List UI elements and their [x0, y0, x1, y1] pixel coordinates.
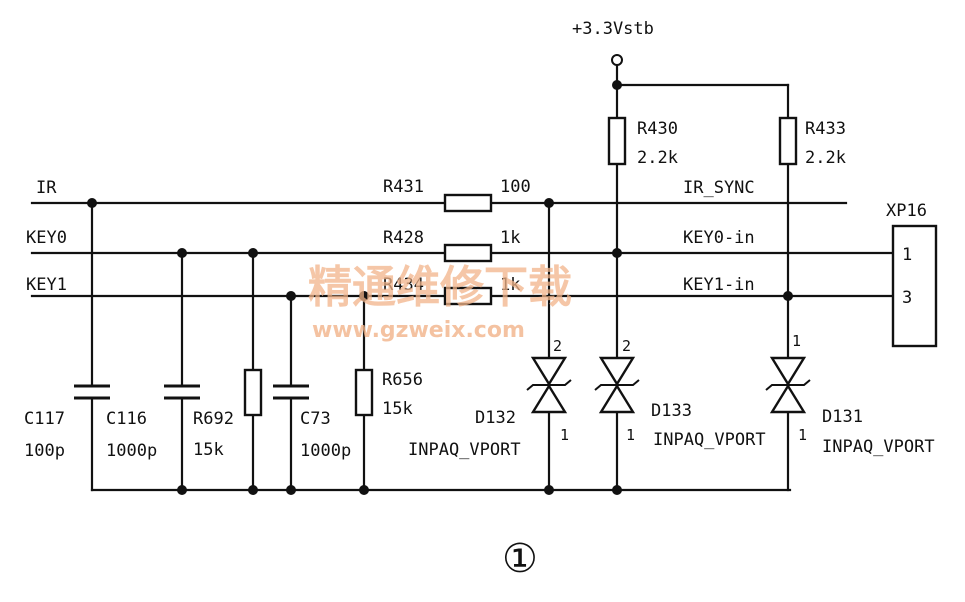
diode-d132-part: INPAQ_VPORT — [408, 440, 521, 460]
watermark-url: www.gzweix.com — [312, 318, 525, 343]
diode-d133: 2 1 D133 INPAQ_VPORT — [594, 337, 766, 450]
junction-dot — [544, 485, 554, 495]
resistor-r431-ref: R431 — [383, 177, 424, 197]
resistor-r656: R656 15k — [354, 368, 423, 419]
power-label: +3.3Vstb — [572, 19, 654, 39]
capacitor-c73-ref: C73 — [300, 409, 331, 429]
diode-d132-ref: D132 — [475, 408, 516, 428]
junction-dot — [286, 291, 296, 301]
net-label-key0: KEY0 — [26, 228, 67, 248]
watermark-text: 精通维修下载 — [308, 262, 572, 313]
resistor-r656-body — [354, 368, 374, 417]
resistor-r434-ref: R434 — [383, 275, 424, 295]
junction-dot — [612, 248, 622, 258]
capacitor-c116-value: 1000p — [106, 441, 157, 461]
diode-d132-lower-triangle — [530, 383, 568, 414]
resistor-r692-value: 15k — [193, 440, 224, 460]
resistor-r433-value: 2.2k — [805, 148, 846, 168]
capacitor-c117: C117 100p — [24, 384, 110, 461]
junction-dot — [544, 198, 554, 208]
diode-d133-lower-triangle — [598, 383, 636, 414]
resistor-r430-body — [607, 116, 627, 166]
resistor-r431: R431 100 — [383, 177, 531, 213]
diode-d131-part: INPAQ_VPORT — [822, 437, 935, 457]
resistor-r430-ref: R430 — [637, 119, 678, 139]
resistor-r692: R692 15k — [193, 368, 263, 460]
connector-xp16-ref: XP16 — [886, 201, 927, 221]
diode-d133-pin-top: 2 — [622, 337, 631, 355]
diode-d132: 2 1 D132 INPAQ_VPORT — [408, 337, 572, 460]
junction-dot — [612, 485, 622, 495]
resistor-r656-ref: R656 — [382, 370, 423, 390]
net-label-key1-in: KEY1-in — [683, 275, 755, 295]
junction-dot — [177, 485, 187, 495]
diode-d133-ref: D133 — [651, 401, 692, 421]
diode-d131: 1 1 D131 INPAQ_VPORT — [765, 332, 935, 457]
resistor-r434-value: 1k — [500, 275, 520, 295]
resistor-r434-body — [443, 286, 493, 306]
diode-d132-bar — [526, 379, 572, 391]
junction-dot — [359, 485, 369, 495]
resistor-r433-ref: R433 — [805, 119, 846, 139]
resistor-r428: R428 1k — [383, 228, 520, 263]
diode-d132-upper-triangle — [530, 356, 568, 387]
diode-d133-pin-bottom: 1 — [626, 426, 635, 444]
resistor-r434: R434 1k — [383, 275, 520, 306]
junction-dot — [359, 291, 369, 301]
diode-d133-upper-triangle — [598, 356, 636, 387]
net-label-key1: KEY1 — [26, 275, 67, 295]
resistor-r692-body — [243, 368, 263, 417]
resistor-r428-value: 1k — [500, 228, 520, 248]
resistor-r692-ref: R692 — [193, 409, 234, 429]
diode-d133-part: INPAQ_VPORT — [653, 430, 766, 450]
diode-d131-bar — [765, 379, 811, 391]
power-terminal — [611, 54, 623, 66]
diode-d132-pin-top: 2 — [553, 337, 562, 355]
diode-d131-lower-triangle — [769, 383, 807, 414]
capacitor-c117-value: 100p — [24, 441, 65, 461]
figure-number: ① — [502, 536, 538, 582]
connector-xp16: XP16 1 3 — [886, 201, 938, 348]
capacitor-c73: C73 1000p — [273, 384, 351, 461]
resistor-r431-body — [443, 193, 493, 213]
diode-d131-upper-triangle — [769, 356, 807, 387]
diode-d132-pin-bottom: 1 — [560, 426, 569, 444]
junction-dot — [177, 248, 187, 258]
net-label-ir: IR — [36, 178, 57, 198]
capacitor-c73-value: 1000p — [300, 441, 351, 461]
diode-d131-pin-bottom: 1 — [798, 426, 807, 444]
capacitor-c117-ref: C117 — [24, 409, 65, 429]
junctions — [87, 80, 793, 495]
resistor-r431-value: 100 — [500, 177, 531, 197]
junction-dot — [248, 485, 258, 495]
capacitor-c116-ref: C116 — [106, 409, 147, 429]
resistor-r433: R433 2.2k — [778, 116, 846, 168]
resistor-r656-value: 15k — [382, 399, 413, 419]
junction-dot — [248, 248, 258, 258]
junction-dot — [87, 198, 97, 208]
resistor-r430-value: 2.2k — [637, 148, 678, 168]
junction-dot — [783, 291, 793, 301]
resistor-r428-ref: R428 — [383, 228, 424, 248]
resistor-r428-body — [443, 243, 493, 263]
diode-d131-ref: D131 — [822, 407, 863, 427]
connector-xp16-pin-1: 1 — [902, 245, 912, 265]
net-label-ir-sync: IR_SYNC — [683, 178, 755, 198]
net-label-key0-in: KEY0-in — [683, 228, 755, 248]
diode-d133-bar — [594, 379, 640, 391]
resistor-r430: R430 2.2k — [607, 116, 678, 168]
junction-dot — [286, 485, 296, 495]
resistor-r433-body — [778, 116, 798, 166]
connector-xp16-pin-3: 3 — [902, 288, 912, 308]
capacitor-c116: C116 1000p — [106, 384, 200, 461]
diode-d131-pin-top: 1 — [792, 332, 801, 350]
connector-xp16-body — [891, 224, 938, 348]
junction-dot — [612, 80, 622, 90]
